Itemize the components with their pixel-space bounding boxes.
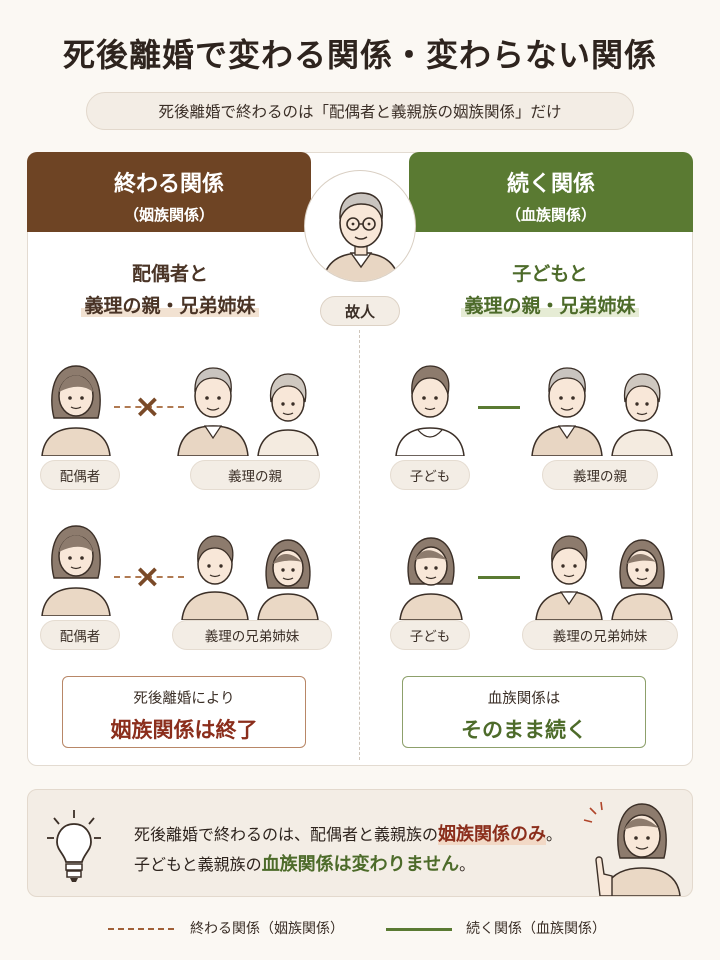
header-ending-main: 終わる関係 <box>113 172 224 197</box>
tag-spouse-1: 配偶者 <box>40 460 120 490</box>
header-ending-relations: 終わる関係 （姻族関係） <box>27 152 311 232</box>
page-title: 死後離婚で変わる関係・変わらない関係 <box>62 36 657 74</box>
note-line2-post: 。 <box>459 855 476 874</box>
aunt-icon <box>611 539 673 620</box>
legend-solid-label: 続く関係（血族関係） <box>466 921 606 937</box>
spouse-woman-icon-2 <box>41 525 111 616</box>
tag-in-law-parents-2: 義理の親 <box>542 460 658 490</box>
legend-dashed-line <box>108 928 174 930</box>
note-line2-pre: 子どもと義親族の <box>134 855 262 874</box>
continuing-link-line <box>478 406 520 409</box>
left-heading-line2: 義理の親・兄弟姉妹 <box>81 295 259 317</box>
result-continuing-main: そのまま続く <box>461 718 587 742</box>
left-heading-line1: 配偶者と <box>131 263 208 285</box>
spouse-woman-icon <box>41 365 111 456</box>
father-in-law-icon <box>177 367 249 456</box>
tag-in-law-siblings-1: 義理の兄弟姉妹 <box>172 620 332 650</box>
note-box <box>27 789 693 897</box>
header-continuing-sub: （血族関係） <box>505 206 596 224</box>
header-continuing-relations: 続く関係 （血族関係） <box>409 152 693 232</box>
old-man-icon <box>322 192 400 281</box>
tag-child-1: 子ども <box>390 460 470 490</box>
result-ending-sub: 死後離婚により <box>133 691 235 707</box>
result-continuing-sub: 血族関係は <box>487 691 561 707</box>
tag-child-2: 子ども <box>390 620 470 650</box>
sister-in-law-icon <box>257 539 319 620</box>
left-section-heading: 配偶者と 義理の親・兄弟姉妹 <box>45 258 295 322</box>
result-continuing-box: 血族関係は そのまま続く <box>402 676 646 748</box>
result-ending-box: 死後離婚により 姻族関係は終了 <box>62 676 306 748</box>
note-line2-em: 血族関係は変わりません <box>261 854 460 875</box>
note-line1-em: 姻族関係のみ <box>438 824 547 845</box>
tag-in-law-parents-1: 義理の親 <box>190 460 320 490</box>
grandmother-icon <box>611 373 673 456</box>
legend-dashed-label: 終わる関係（姻族関係） <box>190 921 344 937</box>
legend-solid-line <box>386 928 452 931</box>
pointing-woman-icon <box>583 801 681 896</box>
note-line-2: 子どもと義親族の血族関係は変わりません。 <box>134 850 475 876</box>
note-line-1: 死後離婚で終わるのは、配偶者と義親族の姻族関係のみ。 <box>134 820 562 846</box>
right-section-heading: 子どもと 義理の親・兄弟姉妹 <box>425 258 675 322</box>
center-divider <box>359 330 360 760</box>
ending-link-line-2 <box>114 576 184 578</box>
tag-in-law-siblings-2: 義理の兄弟姉妹 <box>522 620 678 650</box>
deceased-portrait <box>304 170 416 282</box>
right-heading-line1: 子どもと <box>512 263 588 285</box>
ending-cross-mark-2: × <box>134 557 161 595</box>
subtitle: 死後離婚で終わるのは「配偶者と義親族の姻族関係」だけ <box>86 92 634 130</box>
continuing-link-line-2 <box>478 576 520 579</box>
tag-spouse-2: 配偶者 <box>40 620 120 650</box>
result-ending-main: 姻族関係は終了 <box>110 718 258 742</box>
child-girl-icon <box>399 537 463 620</box>
note-line1-pre: 死後離婚で終わるのは、配偶者と義親族の <box>134 825 439 844</box>
note-line1-post: 。 <box>546 825 563 844</box>
grandfather-icon <box>531 367 603 456</box>
deceased-label: 故人 <box>320 296 400 326</box>
ending-link-line <box>114 406 184 408</box>
lightbulb-icon <box>47 810 101 882</box>
header-ending-sub: （姻族関係） <box>123 206 214 224</box>
uncle-icon <box>535 535 603 620</box>
ending-cross-mark: × <box>134 387 161 425</box>
header-continuing-main: 続く関係 <box>506 172 595 197</box>
mother-in-law-icon <box>257 373 319 456</box>
brother-in-law-icon <box>181 535 249 620</box>
right-heading-line2: 義理の親・兄弟姉妹 <box>461 295 639 317</box>
child-boy-icon <box>395 365 465 456</box>
